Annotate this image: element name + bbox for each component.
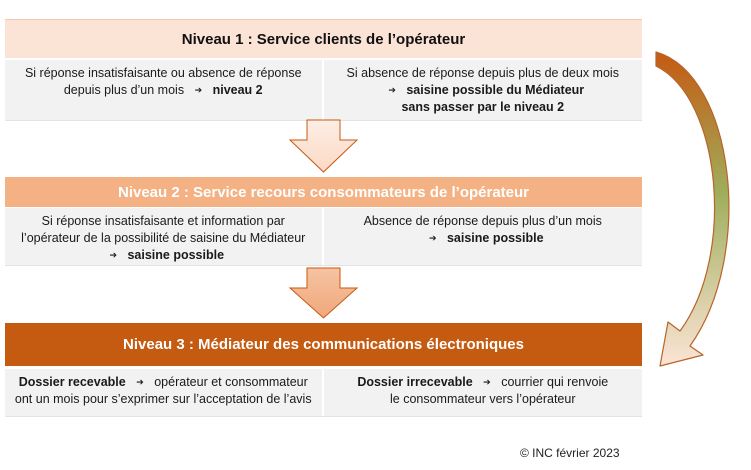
- level-1-details: Si réponse insatisfaisante ou absence de…: [5, 60, 642, 121]
- level-1-left-line1: Si réponse insatisfaisante ou absence de…: [24, 66, 302, 80]
- level-3-right-line1: courrier qui renvoie: [501, 375, 609, 389]
- level-2-left-line2: l’opérateur de la possibilité de saisine…: [21, 231, 306, 245]
- level-2-right-outcome: saisine possible: [446, 231, 544, 245]
- right-arrow-icon: ➔: [136, 377, 144, 387]
- level-2-left-line1: Si réponse insatisfaisante et informatio…: [41, 214, 285, 228]
- level-1-left-outcome: niveau 2: [212, 83, 263, 97]
- right-arrow-icon: ➔: [428, 233, 437, 243]
- right-arrow-icon: ➔: [483, 377, 491, 387]
- level-1-left-line2: depuis plus d’un mois: [63, 83, 185, 97]
- level-2-header: Niveau 2 : Service recours consommateurs…: [5, 177, 642, 207]
- right-arrow-icon: ➔: [109, 250, 117, 260]
- level-2-details: Si réponse insatisfaisante et informatio…: [5, 208, 642, 266]
- copyright-notice: © INC février 2023: [520, 446, 620, 460]
- level-3-header: Niveau 3 : Médiateur des communications …: [5, 323, 642, 366]
- level-3-right-line2: le consommateur vers l’opérateur: [390, 392, 576, 406]
- level-3-details: Dossier recevable ➔ opérateur et consomm…: [5, 369, 642, 417]
- level-3-left-line1: opérateur et consommateur: [154, 375, 308, 389]
- level-3-right-status: Dossier irrecevable: [357, 375, 473, 389]
- level-2-left-condition: Si réponse insatisfaisante et informatio…: [5, 208, 324, 265]
- level-3-right-condition: Dossier irrecevable ➔ courrier qui renvo…: [324, 369, 643, 416]
- level-1-right-outcome: saisine possible du Médiateur: [406, 83, 585, 97]
- level-3-left-condition: Dossier recevable ➔ opérateur et consomm…: [5, 369, 324, 416]
- level-3-left-line2: ont un mois pour s’exprimer sur l’accept…: [14, 392, 312, 406]
- down-arrow-icon: [288, 119, 359, 173]
- level-2-left-outcome: saisine possible: [127, 248, 225, 262]
- level-1-header: Niveau 1 : Service clients de l’opérateu…: [5, 19, 642, 58]
- level-3-title: Niveau 3 : Médiateur des communications …: [123, 336, 524, 353]
- level-2-title: Niveau 2 : Service recours consommateurs…: [118, 183, 529, 201]
- level-1-right-condition: Si absence de réponse depuis plus de deu…: [324, 60, 643, 120]
- level-2-right-line1: Absence de réponse depuis plus d’un mois: [363, 214, 602, 228]
- level-1-left-condition: Si réponse insatisfaisante ou absence de…: [5, 60, 324, 120]
- level-2-right-condition: Absence de réponse depuis plus d’un mois…: [324, 208, 643, 265]
- level-1-title: Niveau 1 : Service clients de l’opérateu…: [181, 30, 466, 48]
- right-arrow-icon: ➔: [388, 85, 396, 95]
- right-arrow-icon: ➔: [194, 85, 203, 95]
- level-1-right-line1: Si absence de réponse depuis plus de deu…: [346, 66, 619, 80]
- level-1-right-outcome-2: sans passer par le niveau 2: [401, 100, 565, 114]
- curved-arrow-icon: [655, 51, 730, 367]
- down-arrow-icon: [288, 267, 359, 319]
- level-3-left-status: Dossier recevable: [18, 375, 126, 389]
